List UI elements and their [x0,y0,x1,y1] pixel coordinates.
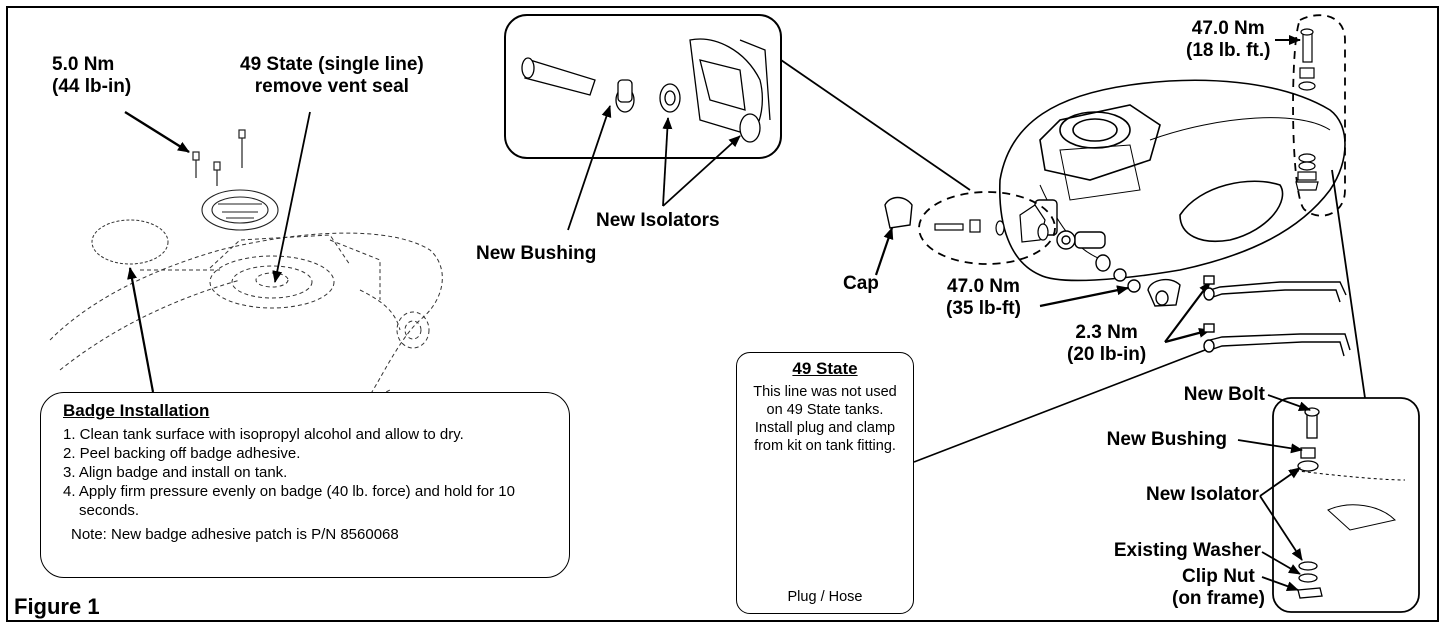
badge-installation-steps: 1. Clean tank surface with isopropyl alc… [57,425,553,520]
label-vent-seal: 49 State (single line) remove vent seal [240,54,424,97]
fuel-cap-ring [201,189,279,231]
rear-detail-parts [1289,407,1406,599]
label-existing-washer: Existing Washer [1113,540,1261,561]
label-clip-nut: Clip Nut (on frame) [1172,566,1265,609]
badge-step: 4. Apply firm pressure evenly on badge (… [63,483,515,519]
label-torque-rear-mount: 47.0 Nm (18 lb. ft.) [1186,18,1271,61]
label-torque-front-mount: 47.0 Nm (35 lb-ft) [946,276,1021,319]
vent-lines [1203,275,1351,357]
badge-step: 2. Peel backing off badge adhesive. [63,445,301,462]
49-state-box: 49 State This line was not used on 49 St… [736,352,914,614]
label-torque-clamps: 2.3 Nm (20 lb-in) [1067,322,1147,365]
badge [91,219,169,265]
label-new-bushing-rear: New Bushing [1106,429,1227,450]
badge-screws [192,129,246,186]
front-hardware-group [918,191,1056,265]
figure-label: Figure 1 [14,594,100,619]
left-fuel-tank [49,232,443,396]
49-state-title: 49 State [792,359,858,378]
badge-note: Note: New badge adhesive patch is P/N 85… [71,526,399,543]
plug-hose-caption: Plug / Hose [787,589,863,605]
49-state-body: This line was not used on 49 State tanks… [753,384,897,454]
badge-installation-title: Badge Installation [63,401,210,420]
badge-installation-box: Badge Installation 1. Clean tank surface… [40,392,570,578]
right-fuel-tank [999,79,1346,282]
rear-hardware-group [1292,14,1346,217]
label-new-bushing-top: New Bushing [476,243,597,264]
badge-step: 1. Clean tank surface with isopropyl alc… [63,426,464,443]
zoom-detail-parts [521,38,771,143]
label-new-isolator-rear: New Isolator [1146,484,1259,505]
cap-part [884,196,913,229]
label-torque-badge-screws: 5.0 Nm (44 lb-in) [52,54,132,97]
label-cap: Cap [843,273,879,294]
figure-frame [6,6,1439,622]
label-new-bolt: New Bolt [1183,384,1265,405]
badge-step: 3. Align badge and install on tank. [63,464,288,481]
label-new-isolators-top: New Isolators [596,210,720,231]
